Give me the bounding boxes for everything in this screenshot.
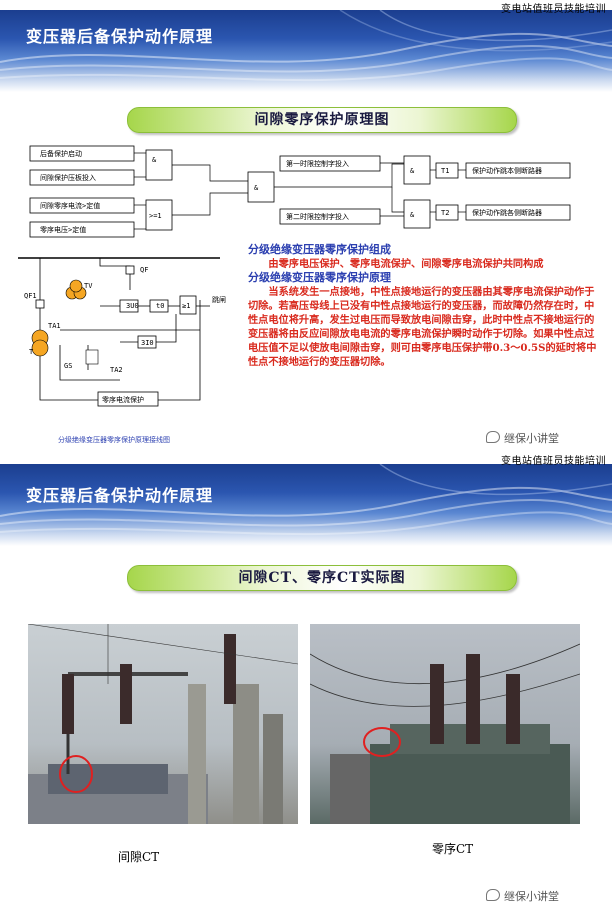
title-banner: 变压器后备保护动作原理 (0, 464, 612, 546)
control-box (279, 208, 381, 225)
qf-label: QF (140, 266, 148, 274)
output-1-label: 保护动作跳本侧断路器 (472, 166, 542, 175)
top-strip (0, 0, 612, 12)
slide-1: 变压器后备保护动作原理 变电站值班员技能培训 间隙零序保护原理图 (0, 0, 612, 446)
zero-seq-ct-photo-graphic (310, 643, 580, 824)
paragraph-2: 当系统发生一点接地，中性点接地运行的变压器由其零序电流保护动作于切除。若高压母线… (248, 286, 597, 368)
logic-input-box (29, 145, 135, 162)
and-label: & (410, 211, 415, 219)
t-label: T (29, 348, 34, 356)
relay-label: 零序电流保护 (102, 395, 144, 404)
and-gate (403, 199, 431, 229)
and-gate (247, 171, 275, 203)
gap-ct-photo-graphic (28, 624, 298, 824)
timer-t2-label: T2 (441, 209, 449, 217)
i0-label: 3I0 (141, 339, 154, 347)
ta2-label: TA2 (110, 366, 123, 374)
subtitle-text: 间隙CT、零序CT实际图 (238, 570, 406, 586)
logic-input-box (29, 197, 135, 214)
output-2-label: 保护动作跳各侧断路器 (472, 208, 542, 217)
text-body: 分级绝缘变压器零序保护组成 由零序电压保护、零序电流保护、间隙零序电流保护共同构… (248, 243, 600, 369)
tv-icon (69, 279, 83, 293)
slide-title: 变压器后备保护动作原理 (26, 486, 214, 505)
and-gate (145, 149, 173, 181)
wechat-icon (486, 431, 500, 443)
transformer-icon (31, 339, 49, 357)
control-2-label: 第二时限控制字投入 (286, 212, 349, 221)
slide-title: 变压器后备保护动作原理 (26, 27, 214, 46)
and-label: & (410, 167, 415, 175)
gap-ct-photo (28, 624, 298, 824)
trip-label: 跳闸 (212, 295, 226, 304)
caption-gap-ct: 间隙CT (118, 850, 160, 864)
caption-zero-seq-ct: 零序CT (432, 842, 474, 856)
subtitle-pill: 间隙零序保护原理图 (127, 107, 517, 133)
header-tag: 变电站值班员技能培训 (501, 456, 606, 467)
control-1-label: 第一时限控制字投入 (286, 159, 349, 168)
gs-label: GS (64, 362, 72, 370)
or-label: ≥1 (182, 302, 190, 310)
qf1-label: QF1 (24, 292, 37, 300)
watermark: 继保小讲堂 (486, 888, 559, 904)
banner-waves-graphic (0, 464, 612, 536)
slide-2: 变压器后备保护动作原理 变电站值班员技能培训 间隙CT、零序CT实际图 (0, 452, 612, 904)
timer-box (435, 204, 459, 221)
wechat-icon (486, 889, 500, 901)
t0-label: t0 (156, 302, 164, 310)
and-label: & (254, 184, 259, 192)
logic-input-3: 间隙零序电流>定值 (40, 201, 100, 210)
watermark-text: 继保小讲堂 (504, 890, 559, 903)
zero-seq-ct-photo (310, 624, 580, 824)
or-gate (145, 199, 173, 231)
header-tag: 变电站值班员技能培训 (501, 4, 606, 15)
and-label: & (152, 156, 157, 164)
watermark-text: 继保小讲堂 (504, 432, 559, 445)
paragraph-1: 由零序电压保护、零序电流保护、间隙零序电流保护共同构成 (268, 258, 544, 270)
wiring-diagram: 3U0 t0 ≥1 跳闸 3I0 零序电流保护 QF QF1 TA1 TA2 G… (18, 257, 226, 407)
heading-1: 分级绝缘变压器零序保护组成 (248, 243, 391, 256)
output-box (465, 162, 571, 179)
subtitle-text: 间隙零序保护原理图 (254, 112, 390, 128)
logic-input-1: 后备保护启动 (40, 149, 82, 158)
title-banner: 变压器后备保护动作原理 (0, 10, 612, 92)
watermark: 继保小讲堂 (486, 430, 559, 446)
gap-icon (85, 349, 99, 365)
logic-input-4: 零序电压>定值 (40, 225, 86, 234)
u0-label: 3U0 (126, 302, 139, 310)
wiring-caption: 分级绝缘变压器零序保护原理接线图 (58, 436, 170, 444)
logic-input-2: 间隙保护压板投入 (40, 173, 96, 182)
logic-input-box (29, 169, 135, 186)
logic-diagram: 后备保护启动 间隙保护压板投入 间隙零序电流>定值 零序电压>定值 & >=1 … (29, 145, 571, 238)
timer-t1-label: T1 (441, 167, 449, 175)
subtitle-pill: 间隙CT、零序CT实际图 (127, 565, 517, 591)
tv-label: TV (84, 282, 93, 290)
logic-input-box (29, 221, 135, 238)
control-box (279, 155, 381, 172)
or-label: >=1 (149, 212, 162, 220)
banner-waves-graphic (0, 10, 612, 82)
ta1-label: TA1 (48, 322, 61, 330)
heading-2: 分级绝缘变压器零序保护原理 (248, 271, 391, 284)
timer-box (435, 162, 459, 179)
output-box (465, 204, 571, 221)
